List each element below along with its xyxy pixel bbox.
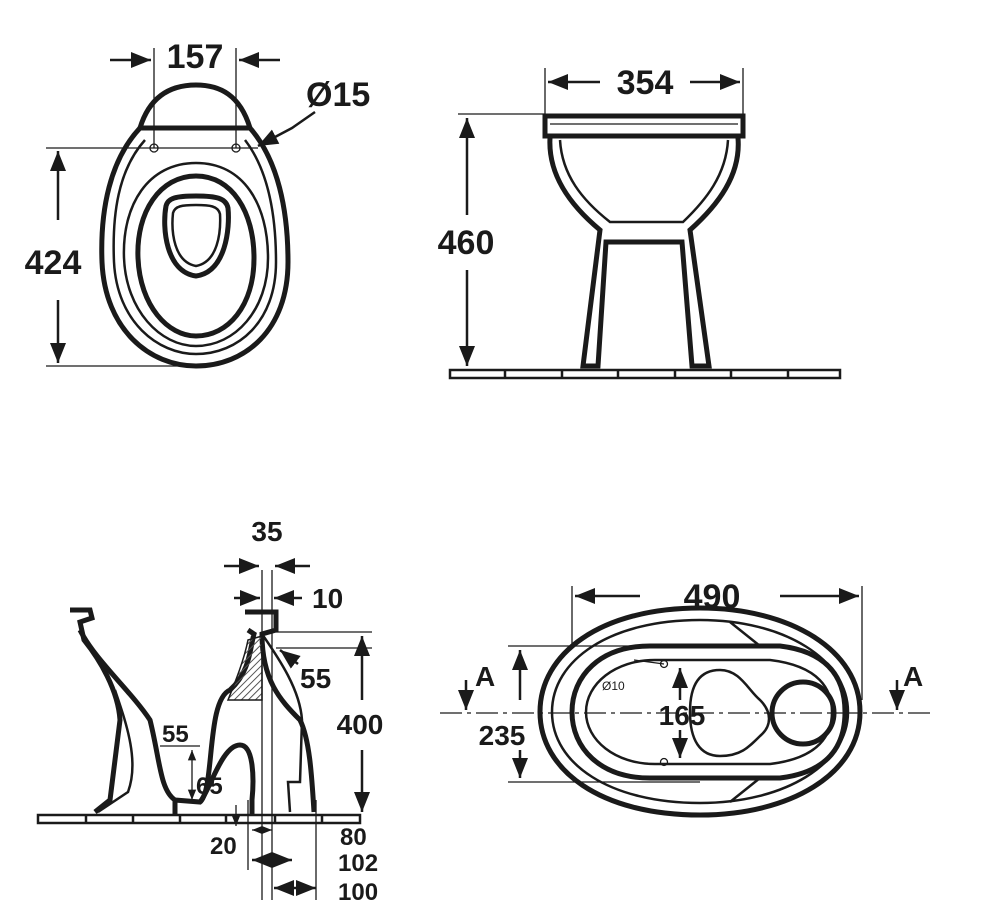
- top-view: 157 Ø15 424: [25, 38, 370, 369]
- drain-outlet: [162, 193, 231, 279]
- bowl-outline: [99, 125, 291, 369]
- dim-80: 80: [340, 824, 367, 851]
- dim-100: 100: [338, 879, 378, 906]
- plan-outer: [537, 605, 863, 818]
- dim-424: 424: [25, 244, 82, 282]
- dim-490: 490: [684, 578, 741, 616]
- section-view: 35 10 55 400 55 65 80 20 102 100: [36, 516, 384, 906]
- section-marker-right: A: [903, 661, 923, 692]
- section-trap: [172, 742, 256, 815]
- bowl-inner-rim: [112, 139, 278, 356]
- dim-354: 354: [617, 64, 674, 102]
- plan-seat-inner: [688, 668, 771, 758]
- section-inner-bowl: [77, 627, 257, 805]
- dim-55-left: 55: [162, 721, 189, 748]
- dim-102: 102: [338, 850, 378, 877]
- dim-hole-dia: Ø15: [306, 76, 370, 114]
- section-spigot-hatch: [226, 635, 263, 701]
- dim-hole-small: Ø10: [602, 679, 625, 693]
- dim-20: 20: [210, 833, 237, 860]
- bowl-body-profile: [547, 137, 741, 369]
- dim-35: 35: [251, 516, 282, 547]
- dim-55-right: 55: [300, 663, 331, 694]
- plan-view: 490 235 165 Ø10 A A: [440, 578, 930, 818]
- seat-inner: [135, 173, 257, 339]
- seat-rim-profile: [542, 113, 746, 139]
- plan-bowl: [569, 643, 848, 781]
- dim-157: 157: [167, 38, 224, 76]
- section-marker-left: A: [475, 661, 495, 692]
- dim-460: 460: [438, 224, 495, 262]
- side-view: 354 460: [438, 64, 842, 380]
- dim-65: 65: [196, 773, 223, 800]
- dim-10: 10: [312, 583, 343, 614]
- dim-400: 400: [337, 709, 384, 740]
- dim-235: 235: [479, 720, 526, 751]
- hinge-cover: [137, 82, 253, 129]
- section-floor: [36, 813, 362, 825]
- floor-line: [448, 368, 842, 380]
- dim-165: 165: [659, 700, 706, 731]
- seat-rim: [122, 161, 270, 348]
